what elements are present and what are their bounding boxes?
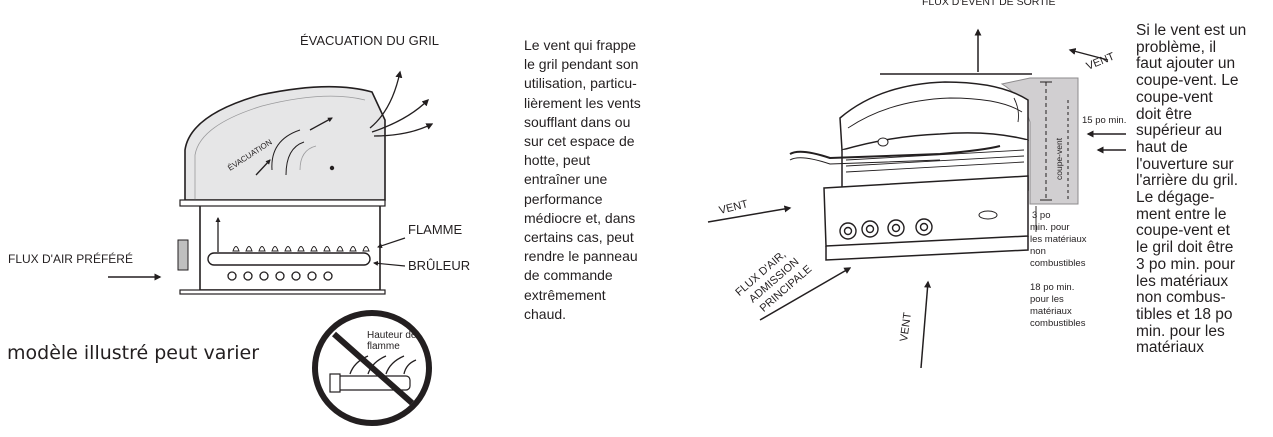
- text-line: problème, il: [1136, 38, 1217, 56]
- text-line: le gril pendant son: [524, 56, 639, 73]
- wind-left-arrow: [707, 205, 792, 223]
- text-line: chaud.: [524, 305, 567, 322]
- svg-text:non: non: [1030, 246, 1046, 257]
- main-intake-arrow: [759, 267, 852, 321]
- wind-bottom-label: VENT: [898, 311, 914, 342]
- flame-height-label: Hauteur de: [367, 330, 417, 341]
- prohibited-flame-height-symbol: Hauteur de flamme: [312, 310, 432, 426]
- wind-top-label: VENT: [1085, 51, 1117, 73]
- text-line: entraîner une: [524, 171, 608, 188]
- preferred-airflow-label: FLUX D'AIR PRÉFÉRÉ: [8, 251, 133, 266]
- text-line: certains cas, peut: [524, 229, 634, 246]
- svg-text:les matériaux: les matériaux: [1030, 234, 1087, 245]
- flames: [232, 246, 370, 252]
- text-line: hotte, peut: [524, 152, 591, 169]
- text-line: utilisation, particu-: [524, 75, 637, 92]
- wind-warning-paragraph: Le vent qui frappe le gril pendant son u…: [524, 36, 641, 324]
- svg-text:min. pour: min. pour: [1030, 222, 1070, 233]
- text-line: ment entre le: [1136, 205, 1227, 223]
- svg-text:combustibles: combustibles: [1030, 318, 1086, 329]
- text-line: médiocre et, dans: [524, 209, 636, 226]
- svg-text:matériaux: matériaux: [1030, 306, 1072, 317]
- text-line: l'arrière du gril.: [1136, 172, 1239, 190]
- text-line: Le vent qui frappe: [524, 37, 637, 53]
- text-line: sur cet espace de: [524, 133, 635, 150]
- text-line: Le dégage-: [1136, 189, 1215, 207]
- combustible-clearance-note: 18 po min. pour les matériaux combustibl…: [1030, 282, 1086, 329]
- burner-tube: [207, 252, 371, 266]
- model-varies-caption: modèle illustré peut varier: [7, 342, 260, 364]
- flame-label: FLAMME: [408, 222, 463, 237]
- burner-label: BRÛLEUR: [408, 258, 470, 273]
- exhaust-label: ÉVACUATION DU GRIL: [300, 33, 439, 48]
- text-line: performance: [524, 190, 603, 207]
- text-line: faut ajouter un: [1136, 55, 1236, 73]
- text-line: soufflant dans ou: [524, 113, 631, 130]
- text-line: min. pour les: [1136, 322, 1225, 340]
- text-line: le gril doit être: [1136, 239, 1234, 257]
- text-line: rendre le panneau: [524, 248, 638, 265]
- noncombustible-clearance-note: 3 po min. pour les matériaux non combust…: [1030, 210, 1087, 269]
- text-line: haut de: [1136, 138, 1188, 156]
- text-line: l'ouverture sur: [1136, 155, 1234, 173]
- grill-hood-3d: [839, 81, 1029, 151]
- text-line: lièrement les vents: [524, 94, 641, 111]
- svg-text:combustibles: combustibles: [1030, 258, 1086, 269]
- wind-bottom-arrow: [920, 280, 932, 369]
- text-line: Si le vent est un: [1136, 23, 1247, 39]
- text-line: de commande: [524, 267, 613, 284]
- flame-height-label-2: flamme: [367, 341, 400, 352]
- built-in-grill-with-windbreak: FLUX D'ÉVENT DE SORTIE VENT VENT VENT FL…: [707, 0, 1126, 369]
- text-line: 3 po min. pour: [1136, 255, 1236, 273]
- height-dimension-label: 15 po min.: [1082, 115, 1126, 126]
- text-line: tibles et 18 po: [1136, 305, 1233, 323]
- svg-text:3 po: 3 po: [1032, 210, 1051, 221]
- text-line: extrêmement: [524, 286, 606, 303]
- text-line: non combus-: [1136, 289, 1226, 307]
- svg-text:18 po min.: 18 po min.: [1030, 282, 1074, 293]
- text-line: coupe-vent et: [1136, 222, 1230, 240]
- windbreak-label: coupe-vent: [1054, 137, 1064, 180]
- side-cutaway-grill: ÉVACUATION DU GRIL ÉVACUATION FLAMME BRÛ…: [8, 33, 470, 295]
- control-knobs: [839, 218, 933, 240]
- text-line: coupe-vent: [1136, 88, 1213, 106]
- wind-top-arrow: [1068, 48, 1109, 61]
- exhaust-vent-label: FLUX D'ÉVENT DE SORTIE: [922, 0, 1055, 8]
- windbreak-instructions-paragraph: Si le vent est un problème, il faut ajou…: [1136, 23, 1246, 377]
- text-line: supérieur au: [1136, 122, 1223, 140]
- svg-text:pour les: pour les: [1030, 294, 1064, 305]
- burner-ports: [227, 271, 333, 281]
- text-line: matériaux: [1136, 339, 1205, 357]
- grill-hood: [184, 85, 386, 201]
- text-line: doit être: [1136, 105, 1193, 123]
- text-line: les matériaux: [1136, 272, 1229, 290]
- wind-left-label: VENT: [718, 198, 750, 217]
- text-line: coupe-vent. Le: [1136, 72, 1239, 90]
